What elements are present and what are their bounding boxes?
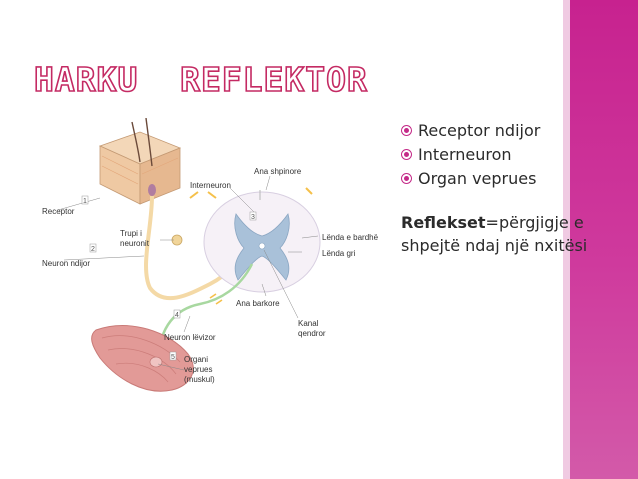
label-organi-line3: (muskul) bbox=[184, 375, 215, 384]
tag-2: 2 bbox=[91, 246, 95, 253]
label-neuron-ndijor: Neuron ndijor bbox=[42, 259, 90, 268]
slide-title: HARKU REFLEKTOR bbox=[33, 59, 368, 100]
muscle-organ bbox=[91, 325, 194, 392]
label-kanal-line2: qendror bbox=[298, 329, 326, 338]
definition-text: =përgjigje e shpejtë ndaj një nxitësi bbox=[401, 213, 588, 255]
number-tags: 1 2 3 4 5 bbox=[81, 195, 257, 361]
tag-3: 3 bbox=[251, 214, 255, 221]
label-neuron-levizor: Neuron lëvizor bbox=[164, 333, 216, 342]
label-organi-line1: Organi bbox=[184, 355, 208, 364]
bullet-text: Receptor ndijor bbox=[418, 120, 541, 140]
spinal-cord-section bbox=[203, 190, 321, 293]
bullet-circle-icon bbox=[401, 124, 412, 136]
label-receptor: Receptor bbox=[42, 207, 75, 216]
decorative-side-band bbox=[570, 0, 638, 479]
leader-lines bbox=[57, 175, 319, 371]
tag-5: 5 bbox=[171, 354, 175, 361]
bullet-list: Receptor ndijor Interneuron Organ veprue… bbox=[401, 118, 601, 190]
bullet-item: Receptor ndijor bbox=[401, 118, 601, 142]
label-ana-shpinore: Ana shpinore bbox=[254, 167, 302, 176]
label-kanal-line1: Kanal bbox=[298, 319, 319, 328]
bullet-item: Interneuron bbox=[401, 142, 601, 166]
skin-section bbox=[98, 118, 182, 205]
decorative-band-edge bbox=[563, 0, 571, 479]
definition-paragraph: Reflekset=përgjigje e shpejtë ndaj një n… bbox=[401, 211, 597, 257]
label-interneuron: Interneuron bbox=[190, 181, 231, 190]
bullet-circle-icon bbox=[401, 148, 412, 160]
label-trupi-line2: neuronit bbox=[120, 239, 150, 248]
definition-term: Reflekset bbox=[401, 213, 486, 232]
label-trupi-line1: Trupi i bbox=[120, 229, 142, 238]
label-lenda-gri: Lënda gri bbox=[322, 249, 356, 258]
bullet-circle-icon bbox=[401, 172, 412, 184]
tag-1: 1 bbox=[83, 198, 87, 205]
reflex-arc-diagram: 1 2 3 4 5 Receptor Neuron ndijor Interne… bbox=[42, 118, 379, 392]
bullet-text: Organ veprues bbox=[418, 168, 537, 188]
label-organi-line2: veprues bbox=[184, 365, 212, 374]
label-ana-barkore: Ana barkore bbox=[236, 299, 280, 308]
label-lenda-bardhe: Lënda e bardhë bbox=[322, 233, 379, 242]
tag-4: 4 bbox=[175, 312, 179, 319]
bullet-text: Interneuron bbox=[418, 144, 512, 164]
bullet-item: Organ veprues bbox=[401, 166, 601, 190]
